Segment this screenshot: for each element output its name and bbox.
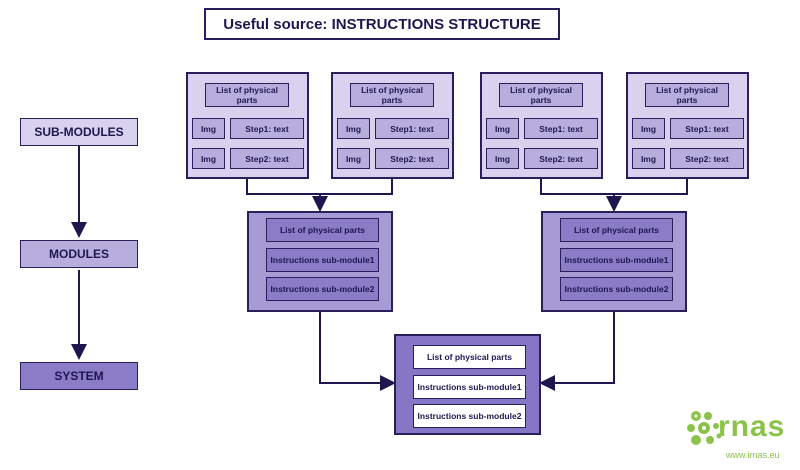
instructions-box: Instructions sub-module1 [266, 248, 379, 272]
parts-list-box: List of physical parts [560, 218, 673, 242]
level-system: SYSTEM [20, 362, 138, 390]
img-box: Img [337, 118, 370, 139]
system-panel: List of physical parts Instructions sub-… [394, 334, 541, 435]
instructions-box: Instructions sub-module2 [266, 277, 379, 301]
submodule-panel: List of physical parts Img Step1: text I… [331, 72, 454, 179]
connector-sub1-sub2 [246, 178, 393, 195]
parts-list-box: List of physical parts [499, 83, 583, 107]
submodule-panel: List of physical parts Img Step1: text I… [186, 72, 309, 179]
step2-box: Step2: text [375, 148, 449, 169]
step1-box: Step1: text [230, 118, 304, 139]
level-modules: MODULES [20, 240, 138, 268]
img-box: Img [192, 118, 225, 139]
img-box: Img [486, 148, 519, 169]
img-box: Img [632, 148, 665, 169]
step1-box: Step1: text [375, 118, 449, 139]
submodule-panel: List of physical parts Img Step1: text I… [626, 72, 749, 179]
step2-box: Step2: text [670, 148, 744, 169]
logo-name: rnas [718, 410, 786, 443]
instructions-box: Instructions sub-module1 [413, 375, 526, 399]
instructions-box: Instructions sub-module2 [413, 404, 526, 428]
irnas-logo-icon [687, 411, 722, 445]
instructions-box: Instructions sub-module2 [560, 277, 673, 301]
step1-box: Step1: text [524, 118, 598, 139]
img-box: Img [632, 118, 665, 139]
parts-list-box: List of physical parts [350, 83, 434, 107]
submodule-panel: List of physical parts Img Step1: text I… [480, 72, 603, 179]
instructions-box: Instructions sub-module1 [560, 248, 673, 272]
diagram-title: Useful source: INSTRUCTIONS STRUCTURE [204, 8, 560, 40]
parts-list-box: List of physical parts [645, 83, 729, 107]
step2-box: Step2: text [230, 148, 304, 169]
parts-list-box: List of physical parts [205, 83, 289, 107]
connector-sub3-sub4 [540, 178, 688, 195]
img-box: Img [337, 148, 370, 169]
parts-list-box: List of physical parts [266, 218, 379, 242]
step1-box: Step1: text [670, 118, 744, 139]
img-box: Img [192, 148, 225, 169]
module-panel: List of physical parts Instructions sub-… [247, 211, 393, 312]
arrow-module-left-to-system [319, 312, 396, 391]
parts-list-box: List of physical parts [413, 345, 526, 369]
step2-box: Step2: text [524, 148, 598, 169]
img-box: Img [486, 118, 519, 139]
logo-url: www.irnas.eu [726, 450, 780, 460]
level-submodules: SUB-MODULES [20, 118, 138, 146]
arrow-module-right-to-system [539, 312, 615, 391]
module-panel: List of physical parts Instructions sub-… [541, 211, 687, 312]
